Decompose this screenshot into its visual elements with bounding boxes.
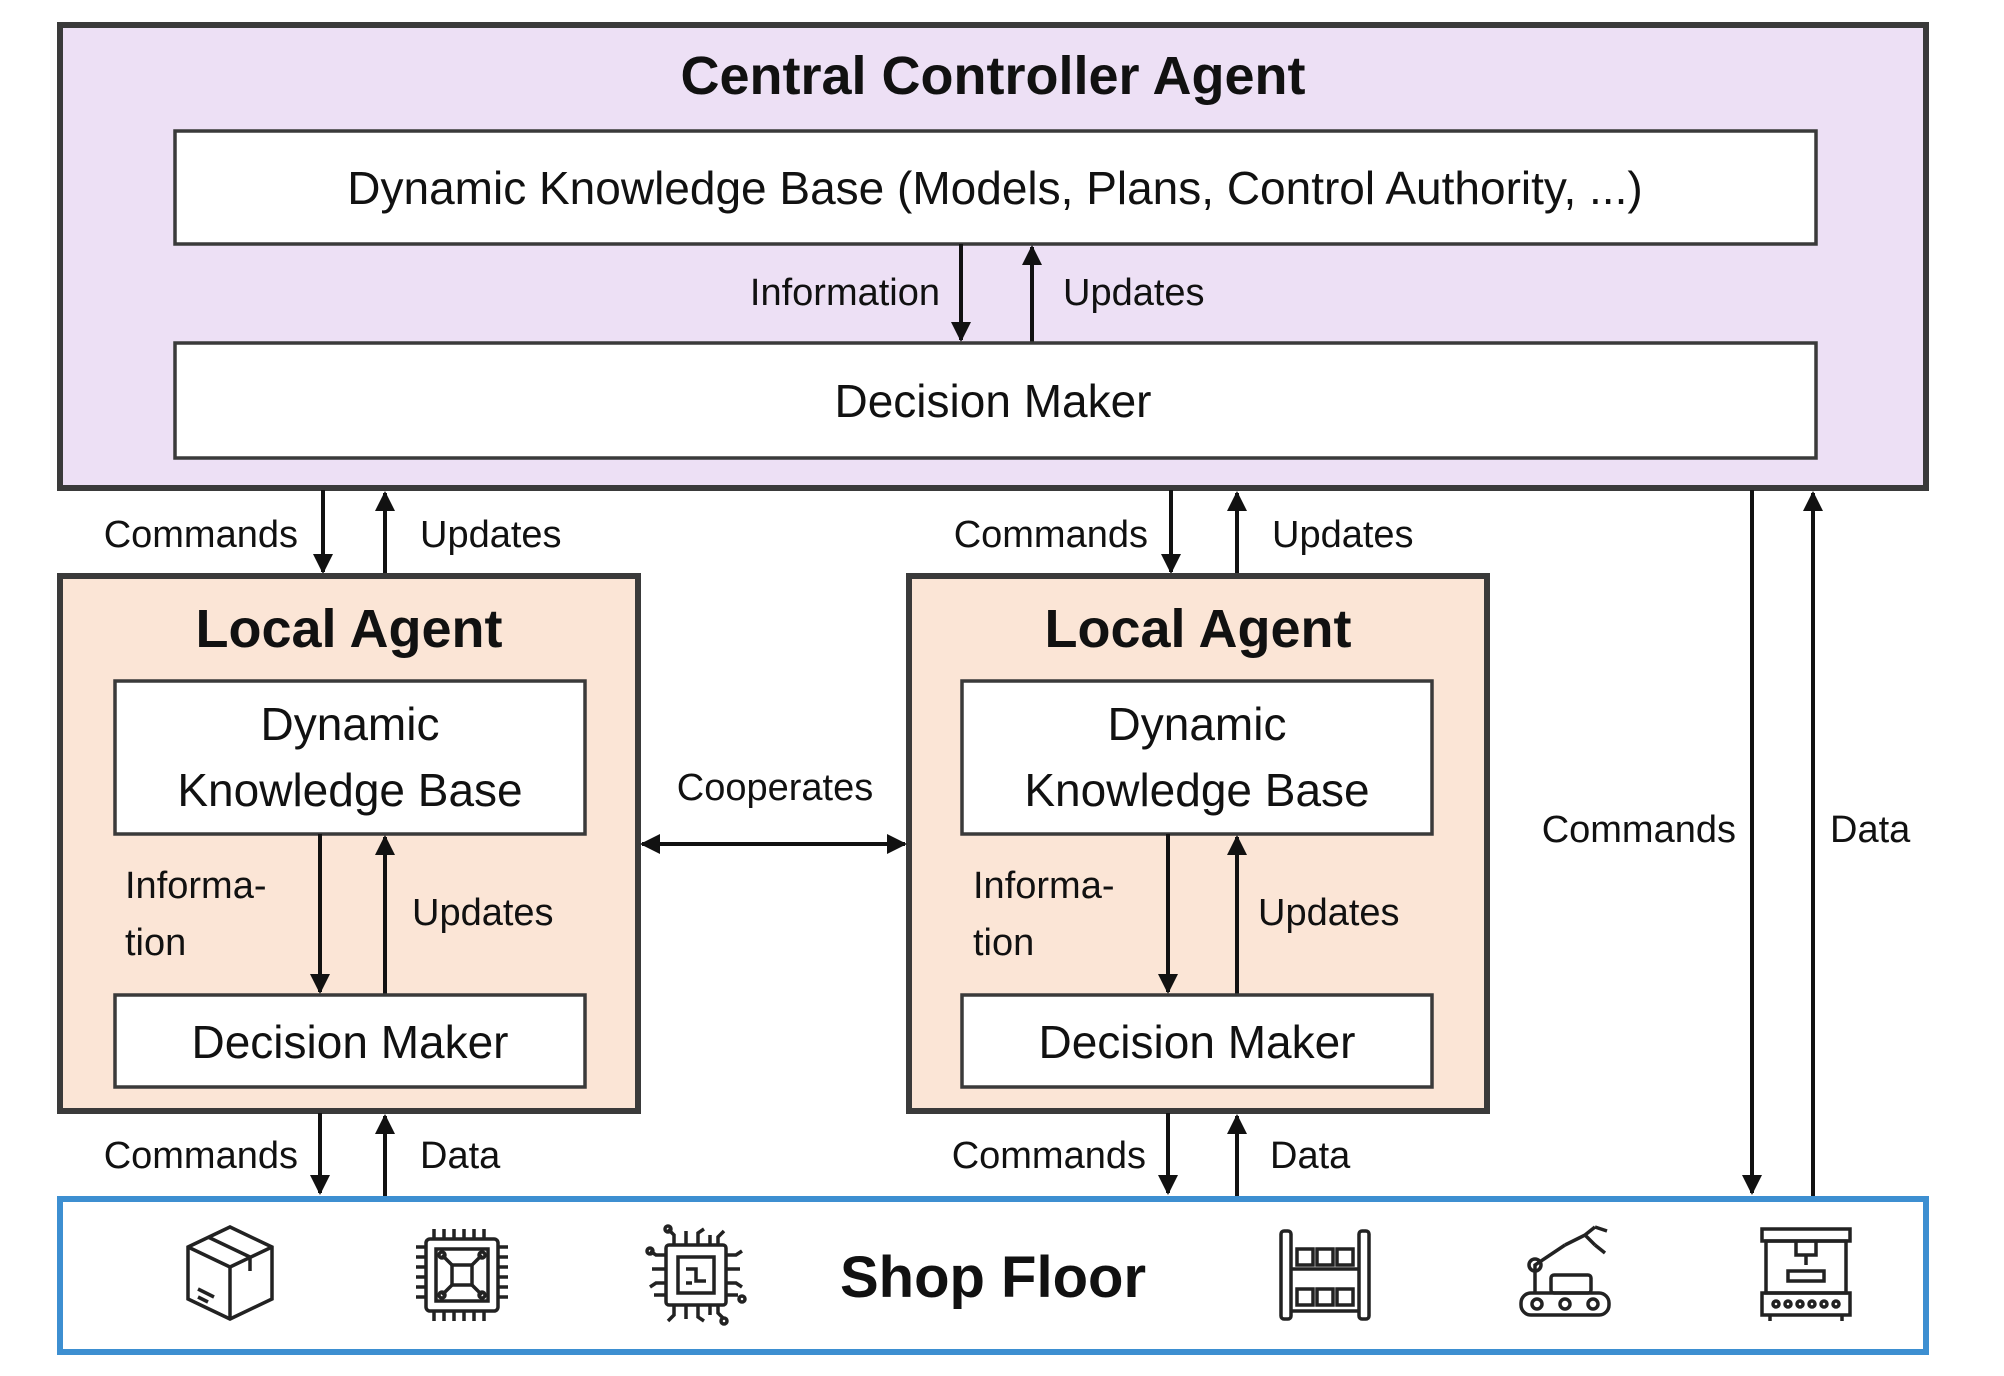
local-decision-maker-label: Decision Maker bbox=[192, 1016, 509, 1068]
far-data-label: Data bbox=[1830, 809, 1911, 851]
local-agent-left: Local Agent Dynamic Knowledge Base Infor… bbox=[57, 573, 641, 1114]
local-info-line1: Informa- bbox=[125, 865, 266, 907]
cnc-machine-icon bbox=[1760, 1227, 1852, 1321]
microchip-icon bbox=[645, 1224, 747, 1326]
local-updates-label: Updates bbox=[412, 892, 554, 934]
local-decision-maker-box bbox=[960, 993, 1434, 1089]
central-title: Central Controller Agent bbox=[680, 46, 1305, 106]
local-agent-right: Local Agent Dynamic Knowledge Base Infor… bbox=[906, 573, 1490, 1114]
local-info-line1: Informa- bbox=[973, 865, 1114, 907]
package-box-icon bbox=[186, 1225, 274, 1321]
local-knowledge-base-line1: Dynamic bbox=[261, 698, 440, 750]
central-updates-label: Updates bbox=[1063, 272, 1205, 314]
mid-bottom-commands-label: Commands bbox=[952, 1135, 1146, 1177]
local-knowledge-base-line2: Knowledge Base bbox=[177, 764, 522, 816]
local-agent-title: Local Agent bbox=[1044, 599, 1351, 659]
cooperates-label: Cooperates bbox=[677, 767, 873, 809]
local-knowledge-base-box bbox=[960, 679, 1434, 836]
central-info-label: Information bbox=[750, 272, 940, 314]
mid-bottom-data-label: Data bbox=[1270, 1135, 1351, 1177]
left-bottom-commands-label: Commands bbox=[104, 1135, 298, 1177]
mid-updates-label: Updates bbox=[1272, 514, 1414, 556]
central-controller-agent: Central Controller Agent Dynamic Knowled… bbox=[57, 22, 1929, 491]
local-agent-title: Local Agent bbox=[195, 599, 502, 659]
local-decision-maker-label: Decision Maker bbox=[1039, 1016, 1356, 1068]
central-knowledge-base-box bbox=[173, 129, 1818, 246]
local-info-line2: tion bbox=[973, 922, 1034, 964]
mid-commands-label: Commands bbox=[954, 514, 1148, 556]
left-bottom-data-label: Data bbox=[420, 1135, 501, 1177]
left-commands-label: Commands bbox=[104, 514, 298, 556]
local-updates-label: Updates bbox=[1258, 892, 1400, 934]
shop-floor-label: Shop Floor bbox=[840, 1245, 1146, 1310]
local-knowledge-base-box bbox=[113, 679, 587, 836]
central-decision-maker-box bbox=[173, 341, 1818, 460]
left-updates-label: Updates bbox=[420, 514, 562, 556]
warehouse-shelf-icon bbox=[1279, 1229, 1371, 1321]
local-info-line2: tion bbox=[125, 922, 186, 964]
central-decision-maker-label: Decision Maker bbox=[835, 375, 1152, 427]
central-knowledge-base-label: Dynamic Knowledge Base (Models, Plans, C… bbox=[347, 162, 1642, 214]
local-knowledge-base-line1: Dynamic bbox=[1108, 698, 1287, 750]
circuit-board-icon bbox=[416, 1229, 508, 1321]
local-knowledge-base-line2: Knowledge Base bbox=[1024, 764, 1369, 816]
local-decision-maker-box bbox=[113, 993, 587, 1089]
robot-arm-icon bbox=[1519, 1225, 1611, 1317]
far-commands-label: Commands bbox=[1542, 809, 1736, 851]
shop-floor: Shop Floor bbox=[57, 1196, 1929, 1355]
